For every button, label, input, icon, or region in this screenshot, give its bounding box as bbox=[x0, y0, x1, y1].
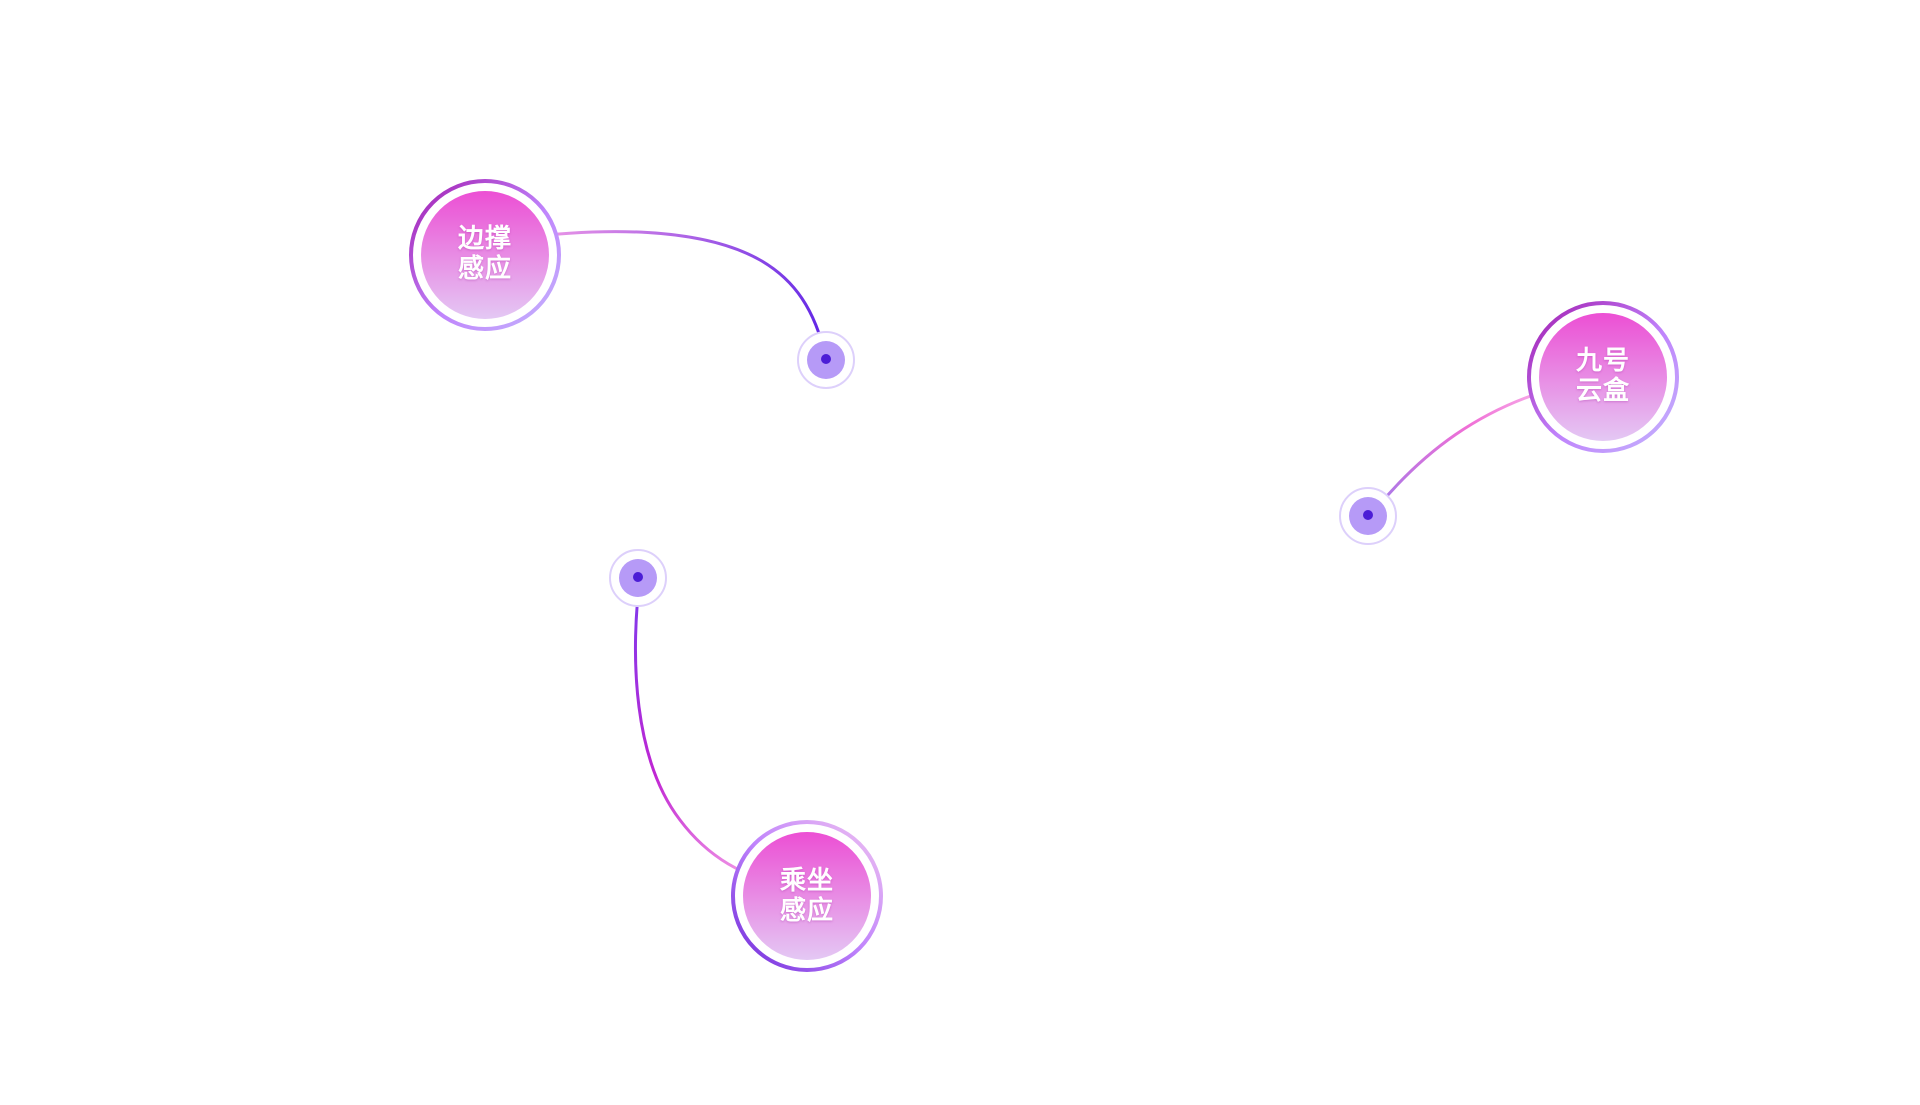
anchor-point-ride-sense[interactable] bbox=[609, 549, 667, 607]
anchor-point-edge-support[interactable] bbox=[797, 331, 855, 389]
feature-node-edge-support[interactable] bbox=[409, 179, 561, 331]
connector-edge-support bbox=[518, 230, 828, 360]
feature-node-ride-sense[interactable] bbox=[731, 820, 883, 972]
anchor-point-cloud-box[interactable] bbox=[1339, 487, 1397, 545]
feature-node-cloud-box[interactable] bbox=[1527, 301, 1679, 453]
